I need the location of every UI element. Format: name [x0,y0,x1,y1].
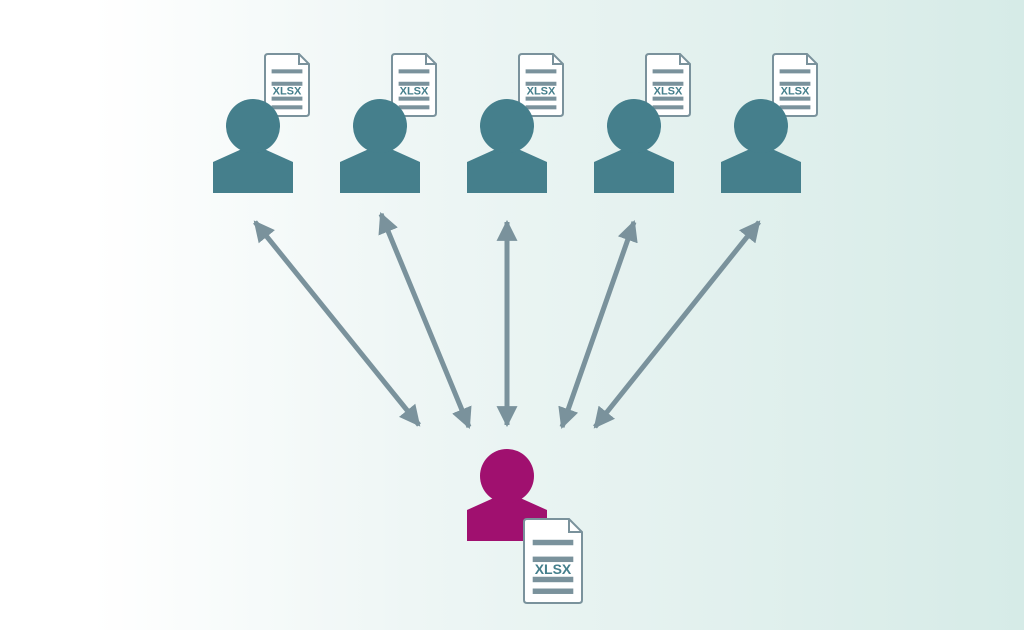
person-body [467,144,547,193]
person-icon [467,99,547,193]
document-line [652,105,684,110]
document-line [779,96,811,101]
peer-user-5: XLSX [721,53,818,193]
document-line [532,539,574,546]
document-fold [679,54,690,65]
document-line [532,576,574,583]
person-body [340,144,420,193]
document-line [271,81,303,86]
document-line [398,105,430,110]
file-type-label: XLSX [535,561,572,577]
document-line [525,69,557,74]
document-fold [298,54,309,65]
peer-user-3: XLSX [467,53,564,193]
document-fold [552,54,563,65]
person-icon [594,99,674,193]
document-line [525,105,557,110]
document-line [398,96,430,101]
document-line [652,69,684,74]
xlsx-document-icon: XLSX [518,53,564,117]
document-line [271,69,303,74]
document-line [271,96,303,101]
person-head [607,99,661,153]
file-type-label: XLSX [400,86,429,98]
file-type-label: XLSX [781,86,810,98]
xlsx-document-icon: XLSX [391,53,437,117]
file-type-label: XLSX [654,86,683,98]
document-line [779,81,811,86]
document-line [398,81,430,86]
document-line [532,588,574,594]
person-head [353,99,407,153]
person-icon [340,99,420,193]
person-icon [721,99,801,193]
document-line [652,96,684,101]
person-body [213,144,293,193]
file-type-label: XLSX [273,86,302,98]
document-line [652,81,684,86]
document-line [525,96,557,101]
document-line [525,81,557,86]
person-head [734,99,788,153]
bidirectional-arrow-4 [558,220,638,429]
peer-user-1: XLSX [213,53,310,193]
document-line [779,69,811,74]
bidirectional-arrow-5 [593,220,761,429]
peer-user-2: XLSX [340,53,437,193]
peer-user-4: XLSX [594,53,691,193]
bidirectional-arrow-2 [378,212,472,429]
document-line [398,69,430,74]
document-line [532,556,574,563]
arrows-group [253,212,761,429]
person-body [594,144,674,193]
file-type-label: XLSX [527,86,556,98]
document-line [271,105,303,110]
peer-users-group: XLSX XLSX XLSX XLSX XLSX [213,53,818,193]
document-fold [425,54,436,65]
person-head [480,99,534,153]
central-xlsx-document-icon: XLSX [523,518,583,604]
document-line [779,105,811,110]
document-fold [806,54,817,65]
xlsx-document-icon: XLSX [645,53,691,117]
person-head [226,99,280,153]
person-body [721,144,801,193]
central-user-group: XLSX [467,449,583,604]
person-head [480,449,534,503]
person-icon [213,99,293,193]
document-fold [568,519,582,533]
